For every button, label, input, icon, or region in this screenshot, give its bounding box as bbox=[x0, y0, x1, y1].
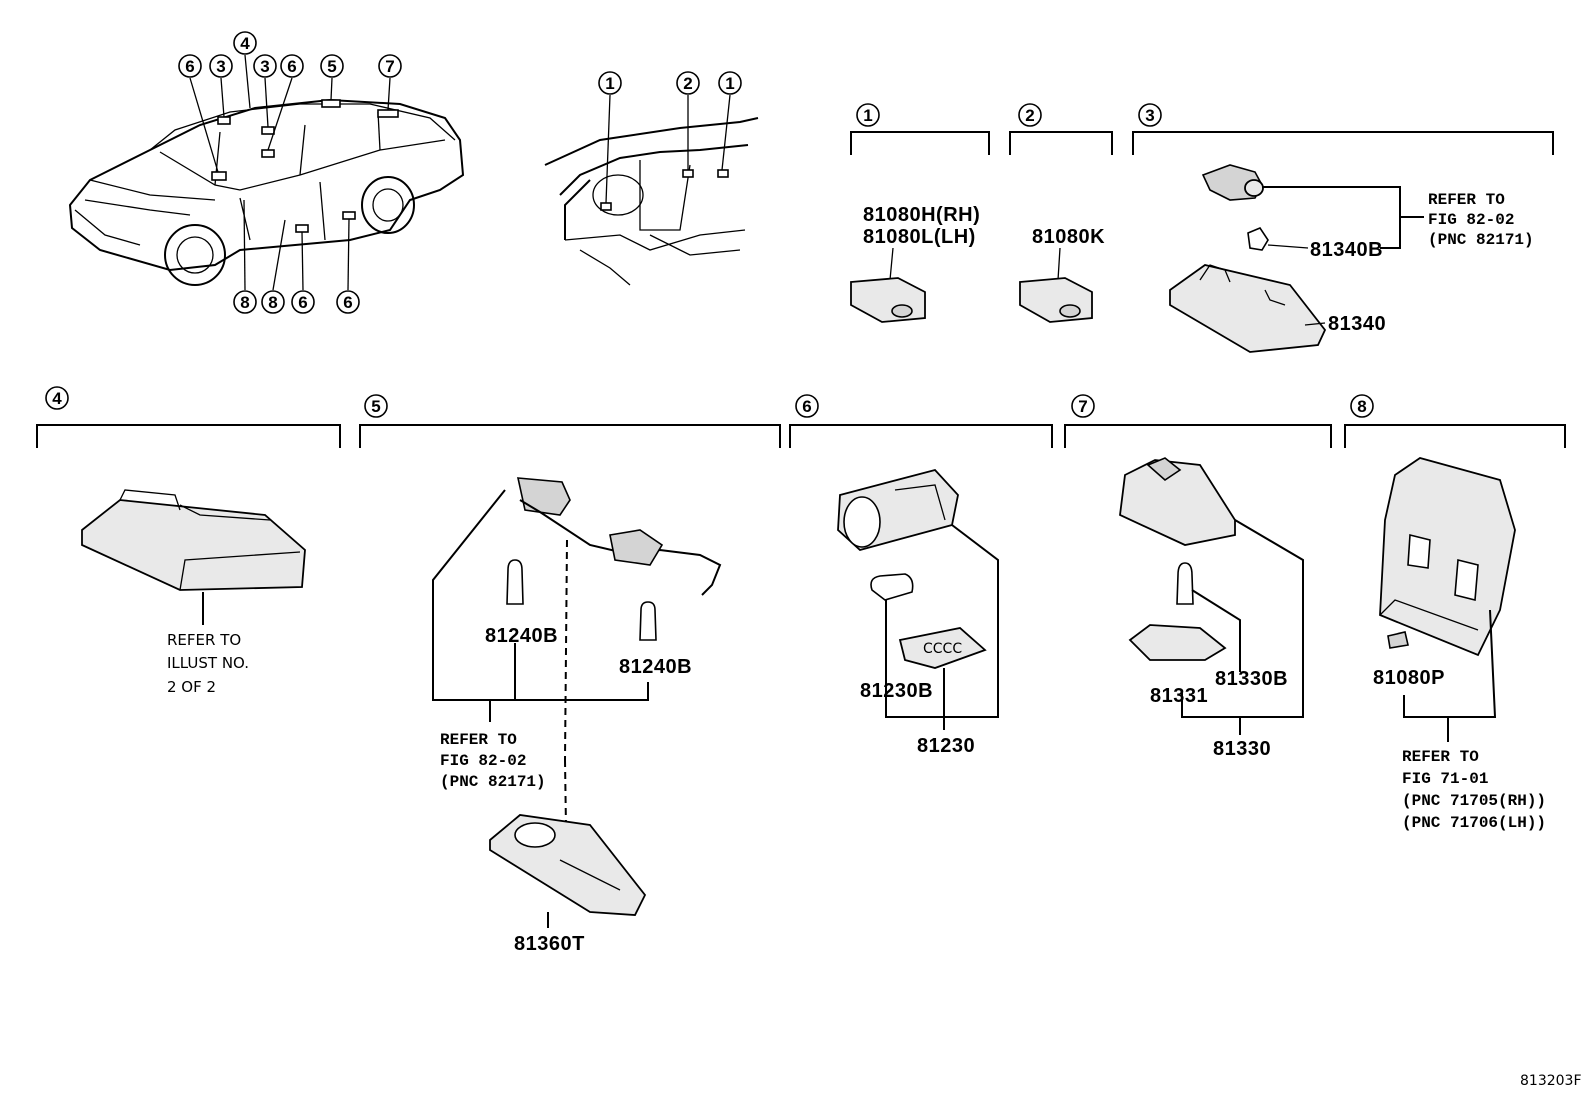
car-callout-5: 5 bbox=[327, 57, 336, 76]
section-2-number: 2 bbox=[1025, 106, 1034, 125]
section-5-note-2: FIG 82-02 bbox=[440, 752, 526, 770]
car-callout-6d: 6 bbox=[343, 293, 352, 312]
dash-callout-1b: 1 bbox=[725, 74, 734, 93]
section-5: 5 81240B 81240B REFER TO FIG 82-02 (PNC … bbox=[359, 394, 781, 955]
dashboard-callouts: 1 2 1 bbox=[598, 71, 742, 95]
section-4-number: 4 bbox=[52, 389, 62, 408]
section-1-number: 1 bbox=[863, 106, 872, 125]
section-2: 2 81080K bbox=[1009, 103, 1113, 323]
section-7-code-bulb: 81330B bbox=[1215, 668, 1288, 690]
car-callout-4: 4 bbox=[240, 34, 250, 53]
car-callouts-bottom: 8 8 6 6 bbox=[233, 290, 360, 314]
car-callout-3a: 3 bbox=[216, 57, 225, 76]
car-callout-8a: 8 bbox=[240, 293, 249, 312]
section-1: 1 81080H(RH) 81080L(LH) bbox=[850, 103, 990, 323]
dash-callout-1a: 1 bbox=[605, 74, 614, 93]
section-4-note-1: REFER TO bbox=[167, 631, 241, 649]
section-6-number: 6 bbox=[802, 397, 811, 416]
section-7-number: 7 bbox=[1078, 397, 1087, 416]
section-1-code-rh: 81080H(RH) bbox=[863, 204, 980, 226]
section-7-code-lamp: 81330 bbox=[1213, 738, 1271, 760]
section-3: 3 81340B REFER TO FIG 82-02 (PNC 82171) … bbox=[1132, 103, 1554, 353]
section-5-note-3: (PNC 82171) bbox=[440, 773, 546, 791]
section-7: 7 81330B 81331 81330 bbox=[1064, 394, 1332, 760]
car-callout-7: 7 bbox=[385, 57, 394, 76]
section-6-code-lamp: 81230 bbox=[917, 735, 975, 757]
section-6-code-bulb: 81230B bbox=[860, 680, 933, 702]
car-overview-illustration bbox=[68, 54, 465, 291]
car-callout-6a: 6 bbox=[185, 57, 194, 76]
section-5-note-1: REFER TO bbox=[440, 731, 517, 749]
dash-callout-2: 2 bbox=[683, 74, 692, 93]
car-callout-6c: 6 bbox=[298, 293, 307, 312]
section-8-number: 8 bbox=[1357, 397, 1366, 416]
section-3-note-1: REFER TO bbox=[1428, 191, 1505, 209]
section-8-note-4: (PNC 71706(LH)) bbox=[1402, 814, 1546, 832]
section-4: 4 REFER TO ILLUST NO. 2 OF 2 bbox=[36, 386, 341, 696]
section-5-code-housing: 81360T bbox=[514, 933, 585, 955]
section-8-note-3: (PNC 71705(RH)) bbox=[1402, 792, 1546, 810]
section-8: 8 81080P REFER TO FIG 71-01 (PNC 71705(R… bbox=[1344, 394, 1566, 832]
section-3-note-3: (PNC 82171) bbox=[1428, 231, 1534, 249]
figure-id: 813203F bbox=[1520, 1073, 1582, 1089]
section-2-code: 81080K bbox=[1032, 226, 1105, 248]
section-5-code-bulb-b: 81240B bbox=[619, 656, 692, 678]
section-7-code-lens: 81331 bbox=[1150, 685, 1208, 707]
section-4-note-3: 2 OF 2 bbox=[167, 678, 216, 696]
section-6: 6 CCCC 81230B 81230 bbox=[789, 394, 1053, 757]
section-3-note-2: FIG 82-02 bbox=[1428, 211, 1514, 229]
car-callout-6b: 6 bbox=[287, 57, 296, 76]
section-3-number: 3 bbox=[1145, 106, 1154, 125]
section-1-code-lh: 81080L(LH) bbox=[863, 226, 976, 248]
section-4-note-2: ILLUST NO. bbox=[167, 654, 249, 672]
section-5-code-bulb-a: 81240B bbox=[485, 625, 558, 647]
section-8-note-2: FIG 71-01 bbox=[1402, 770, 1488, 788]
dashboard-illustration bbox=[544, 94, 759, 286]
car-callout-8b: 8 bbox=[268, 293, 277, 312]
section-8-note-1: REFER TO bbox=[1402, 748, 1479, 766]
section-5-number: 5 bbox=[371, 397, 380, 416]
section-3-code-bulb: 81340B bbox=[1310, 239, 1383, 261]
socket-marking: CCCC bbox=[923, 641, 962, 657]
section-8-code: 81080P bbox=[1373, 667, 1445, 689]
car-callouts-top: 6 3 4 3 6 5 7 bbox=[178, 31, 402, 78]
car-callout-3b: 3 bbox=[260, 57, 269, 76]
section-3-code-lamp: 81340 bbox=[1328, 313, 1386, 335]
